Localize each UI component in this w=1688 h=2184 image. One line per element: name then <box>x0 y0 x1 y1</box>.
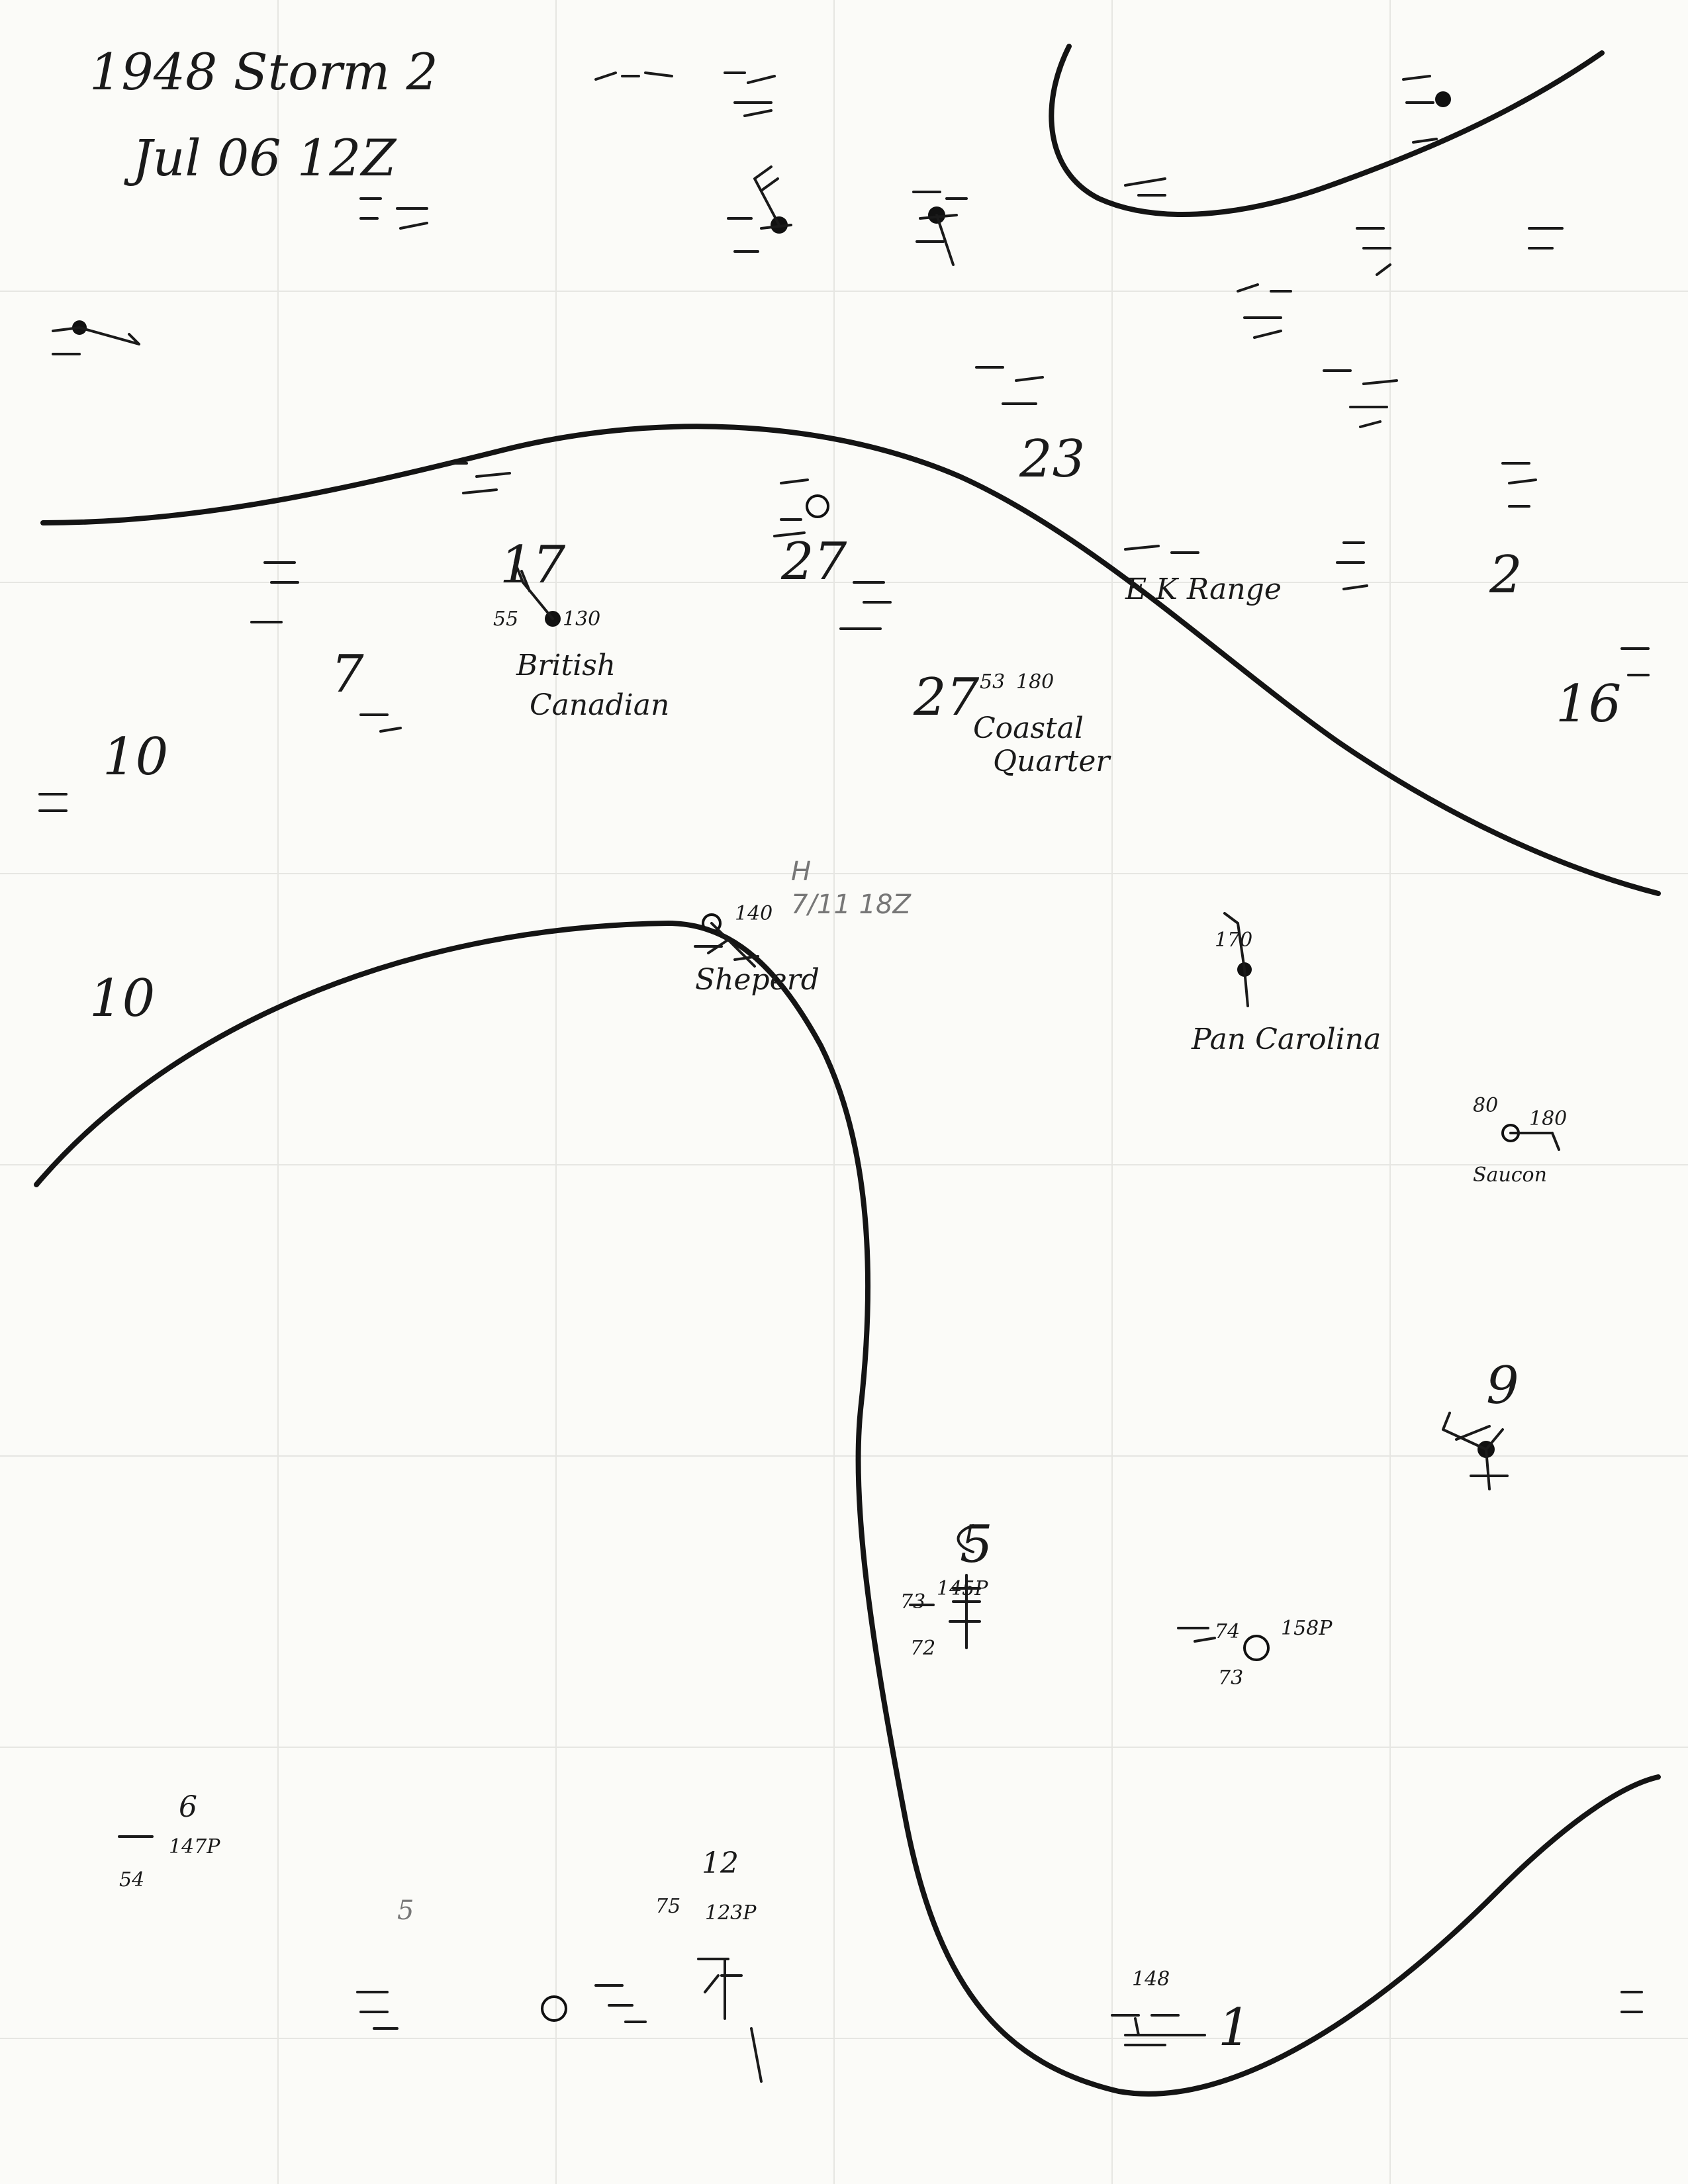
upper-isobar-curve <box>1049 44 1605 217</box>
plotted-value: 123P <box>705 1901 757 1925</box>
station-number: 5 <box>960 1515 993 1574</box>
plotted-value: 54 <box>119 1868 144 1891</box>
plotted-value: 170 <box>1215 929 1252 952</box>
station-number: 10 <box>103 727 168 787</box>
wind-barb <box>1509 1132 1560 1151</box>
plotted-value: 55 <box>493 608 518 631</box>
station-number: 7 <box>331 645 364 704</box>
ship-label-coastal: Coastal <box>973 711 1084 745</box>
ship-label-quarter: Quarter <box>993 745 1111 778</box>
station-number: 2 <box>1489 545 1523 605</box>
station-ring <box>702 913 722 933</box>
plotted-value: 147P <box>169 1835 220 1858</box>
station-number: 9 <box>1486 1356 1519 1416</box>
station-number: 5 <box>397 1895 414 1926</box>
station-ring <box>806 494 829 518</box>
plotted-value: 158P <box>1281 1617 1333 1640</box>
station-number: 10 <box>89 969 155 1028</box>
station-ring <box>541 1995 567 2022</box>
plotted-value: 53 <box>980 670 1005 694</box>
wind-barb <box>952 1574 981 1649</box>
trough-isobar-curve <box>34 921 1661 2097</box>
plotted-value: 145P <box>937 1577 988 1600</box>
wind-barb <box>1470 1448 1509 1490</box>
station-number: 1 <box>1218 1998 1251 2058</box>
plotted-value: 180 <box>1016 670 1054 694</box>
pencil-note-time: 7/11 18Z <box>791 889 912 920</box>
ship-label-british: British <box>516 649 616 682</box>
wind-barb <box>1124 2017 1206 2046</box>
wind-barb <box>1223 912 1249 1007</box>
ship-label-canadian: Canadian <box>530 688 669 722</box>
wind-barb <box>753 165 780 226</box>
ship-label-ek-range: E K Range <box>1125 572 1282 606</box>
ship-label-sheperd: Sheperd <box>695 963 820 997</box>
plotted-value: 75 <box>655 1895 680 1918</box>
central-isobar-line <box>40 424 1661 896</box>
wind-barb <box>957 1524 974 1553</box>
wind-barb <box>935 214 955 266</box>
wind-barb <box>514 561 554 620</box>
wind-barb <box>704 1958 726 2020</box>
wind-barb <box>78 326 140 345</box>
station-number: 27 <box>913 668 980 727</box>
ship-label-pan-carolina: Pan Carolina <box>1191 1023 1381 1056</box>
station-number: 12 <box>702 1846 739 1880</box>
map-title-line2: Jul 06 12Z <box>124 128 397 187</box>
station-number: 16 <box>1556 674 1621 734</box>
plotted-value: 80 <box>1473 1094 1498 1117</box>
pencil-note-h: H <box>791 856 811 887</box>
plotted-value: 130 <box>563 608 600 631</box>
ship-label-saucon: Saucon <box>1473 1163 1547 1187</box>
plotted-value: 140 <box>735 902 773 925</box>
plotted-value: 148 <box>1132 1968 1170 1991</box>
map-title-line1: 1948 Storm 2 <box>89 42 438 101</box>
plotted-value: 73 <box>900 1590 925 1614</box>
plotted-value: 73 <box>1218 1666 1243 1690</box>
station-number: 6 <box>179 1790 197 1824</box>
wind-barb <box>1442 1412 1504 1451</box>
observation-scribbles <box>38 71 1650 2030</box>
station-dot <box>1435 91 1451 107</box>
station-number: 17 <box>500 535 566 595</box>
plotted-value: 180 <box>1529 1107 1567 1130</box>
station-number: 27 <box>780 532 847 592</box>
station-number: 23 <box>1019 430 1085 489</box>
plotted-value: 72 <box>910 1637 935 1660</box>
station-ring <box>1243 1635 1270 1661</box>
plotted-value: 74 <box>1215 1620 1240 1643</box>
wind-barb <box>750 2027 763 2083</box>
